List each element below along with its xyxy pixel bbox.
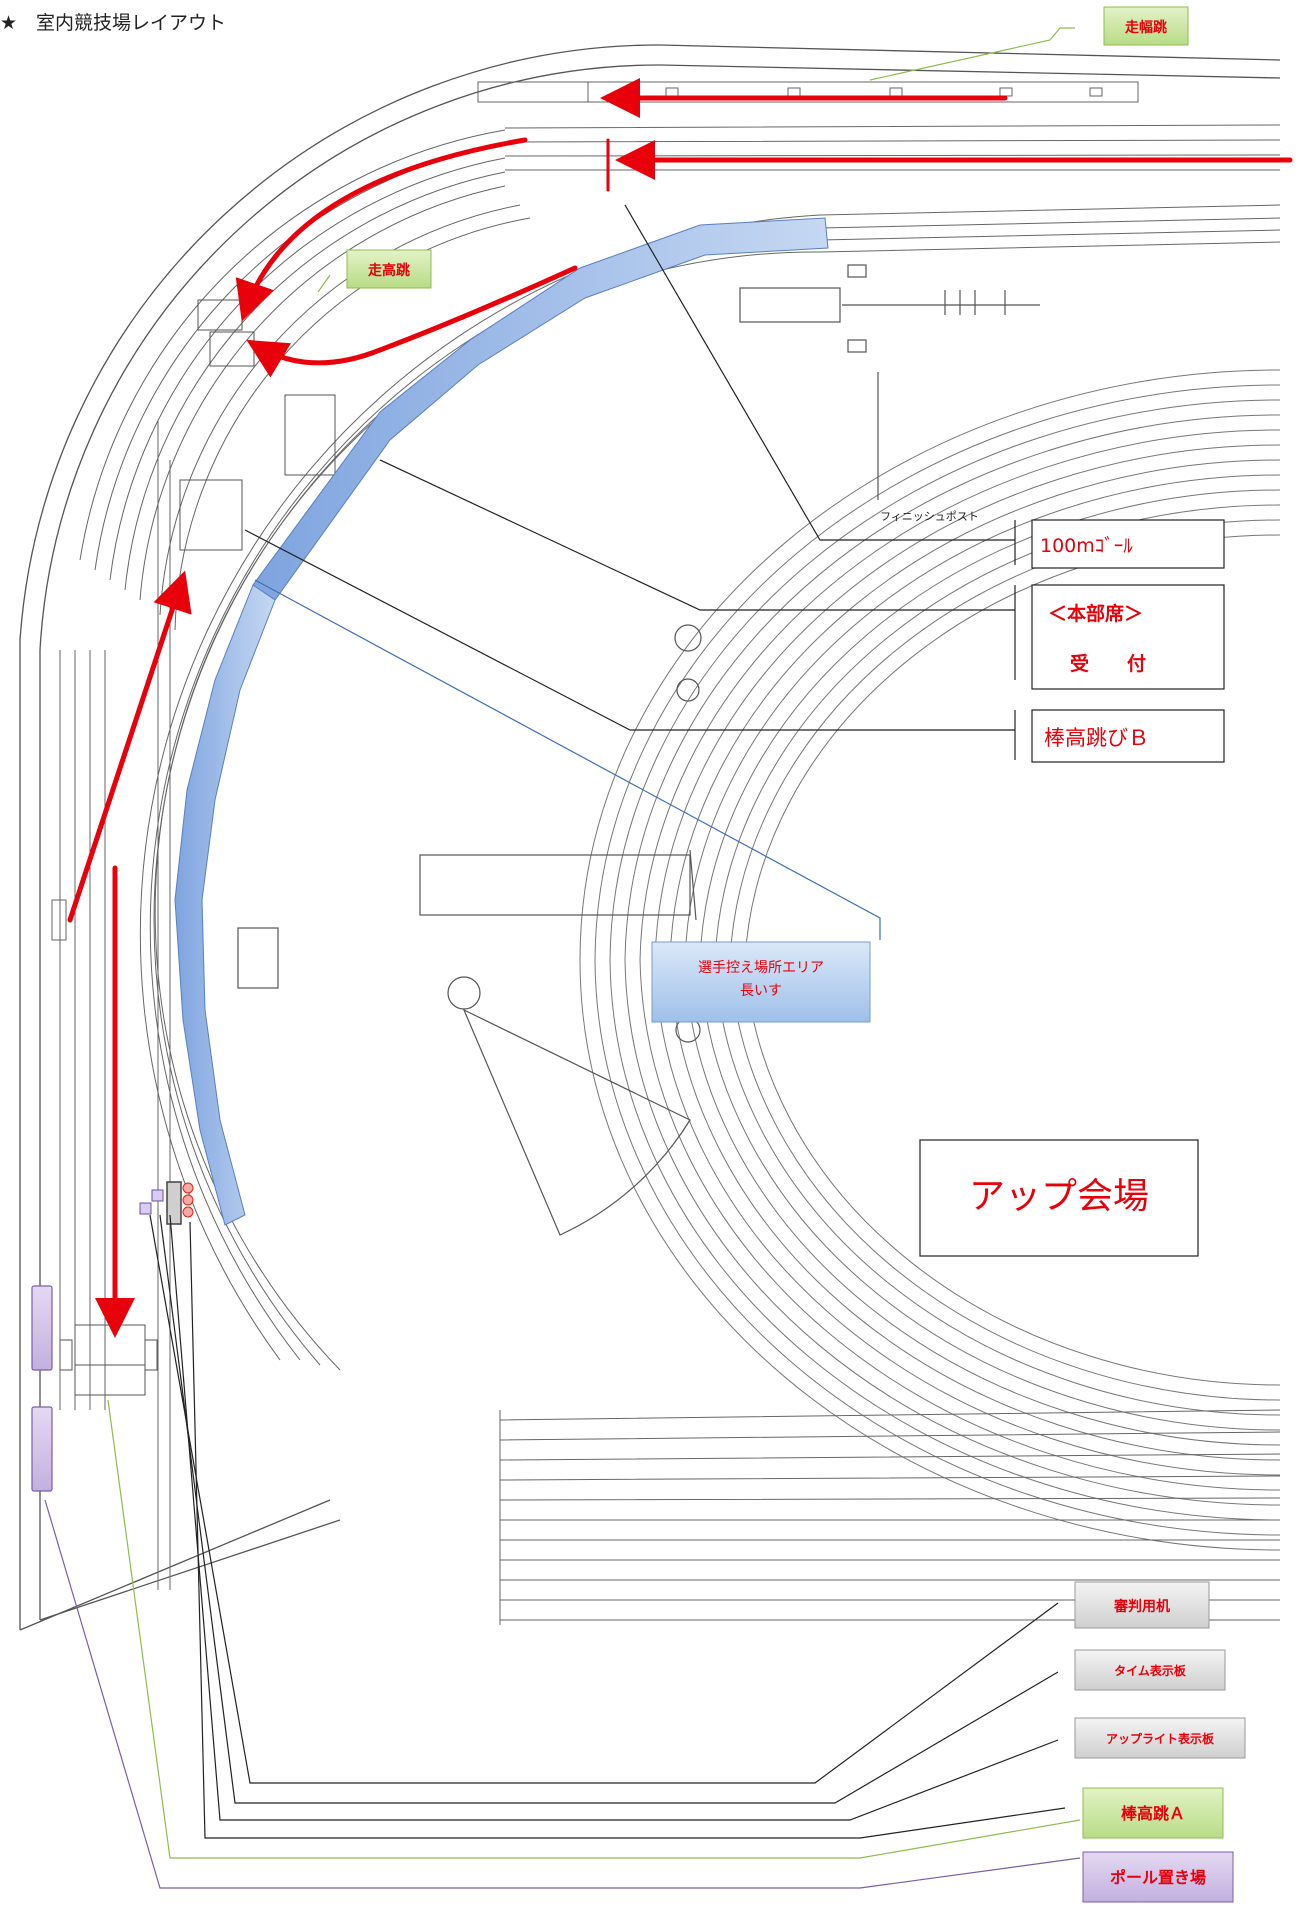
svg-text:長いす: 長いす: [740, 983, 782, 999]
svg-text:審判用机: 審判用机: [1113, 1598, 1170, 1615]
left-runway: [51, 420, 171, 1590]
label-warmup-area: アップ会場: [919, 1139, 1199, 1257]
label-high-jump: 走高跳: [346, 249, 432, 289]
svg-text:100mｺﾞｰﾙ: 100mｺﾞｰﾙ: [1040, 535, 1133, 557]
athlete-bench: [174, 217, 829, 1226]
bottom-straight: [499, 1409, 1281, 1625]
label-time-board: タイム表示板: [1074, 1649, 1226, 1691]
field-elements: [237, 264, 1040, 1236]
svg-text:＜本部席＞: ＜本部席＞: [1048, 602, 1143, 625]
svg-text:ポール置き場: ポール置き場: [1110, 1868, 1206, 1887]
label-pole-vault-b: 棒高跳びＢ: [1031, 709, 1225, 763]
svg-text:走幅跳: 走幅跳: [1125, 19, 1167, 36]
leader-lines: [44, 27, 1081, 1889]
label-pole-vault-a: 棒高跳Ａ: [1082, 1787, 1224, 1839]
svg-text:棒高跳Ａ: 棒高跳Ａ: [1121, 1804, 1185, 1823]
svg-text:タイム表示板: タイム表示板: [1114, 1663, 1187, 1678]
svg-text:棒高跳びＢ: 棒高跳びＢ: [1044, 726, 1149, 750]
svg-text:アップ会場: アップ会場: [969, 1176, 1149, 1217]
label-judge-desk: 審判用机: [1074, 1581, 1210, 1629]
label-100m-goal: 100mｺﾞｰﾙ: [1031, 519, 1225, 569]
svg-text:走高跳: 走高跳: [368, 262, 410, 279]
svg-text:受 付: 受 付: [1070, 652, 1146, 675]
flow-arrows: [67, 78, 1293, 1338]
svg-text:アップライト表示板: アップライト表示板: [1106, 1731, 1215, 1746]
equipment-markers: [31, 1181, 194, 1492]
label-pole-storage: ポール置き場: [1082, 1851, 1234, 1903]
building-outline: [19, 44, 1281, 1631]
jump-structures: [59, 299, 336, 1396]
svg-text:選手控え場所エリア: 選手控え場所エリア: [698, 960, 824, 976]
label-headquarters: ＜本部席＞ 受 付: [1031, 584, 1225, 690]
label-finish-post: フィニッシュポスト: [880, 510, 979, 523]
label-long-jump: 走幅跳: [1103, 6, 1189, 46]
label-upright-board: アップライト表示板: [1074, 1717, 1246, 1759]
page-title: ★ 室内競技場レイアウト: [0, 12, 227, 34]
label-athlete-area: 選手控え場所エリア 長いす: [651, 941, 871, 1023]
